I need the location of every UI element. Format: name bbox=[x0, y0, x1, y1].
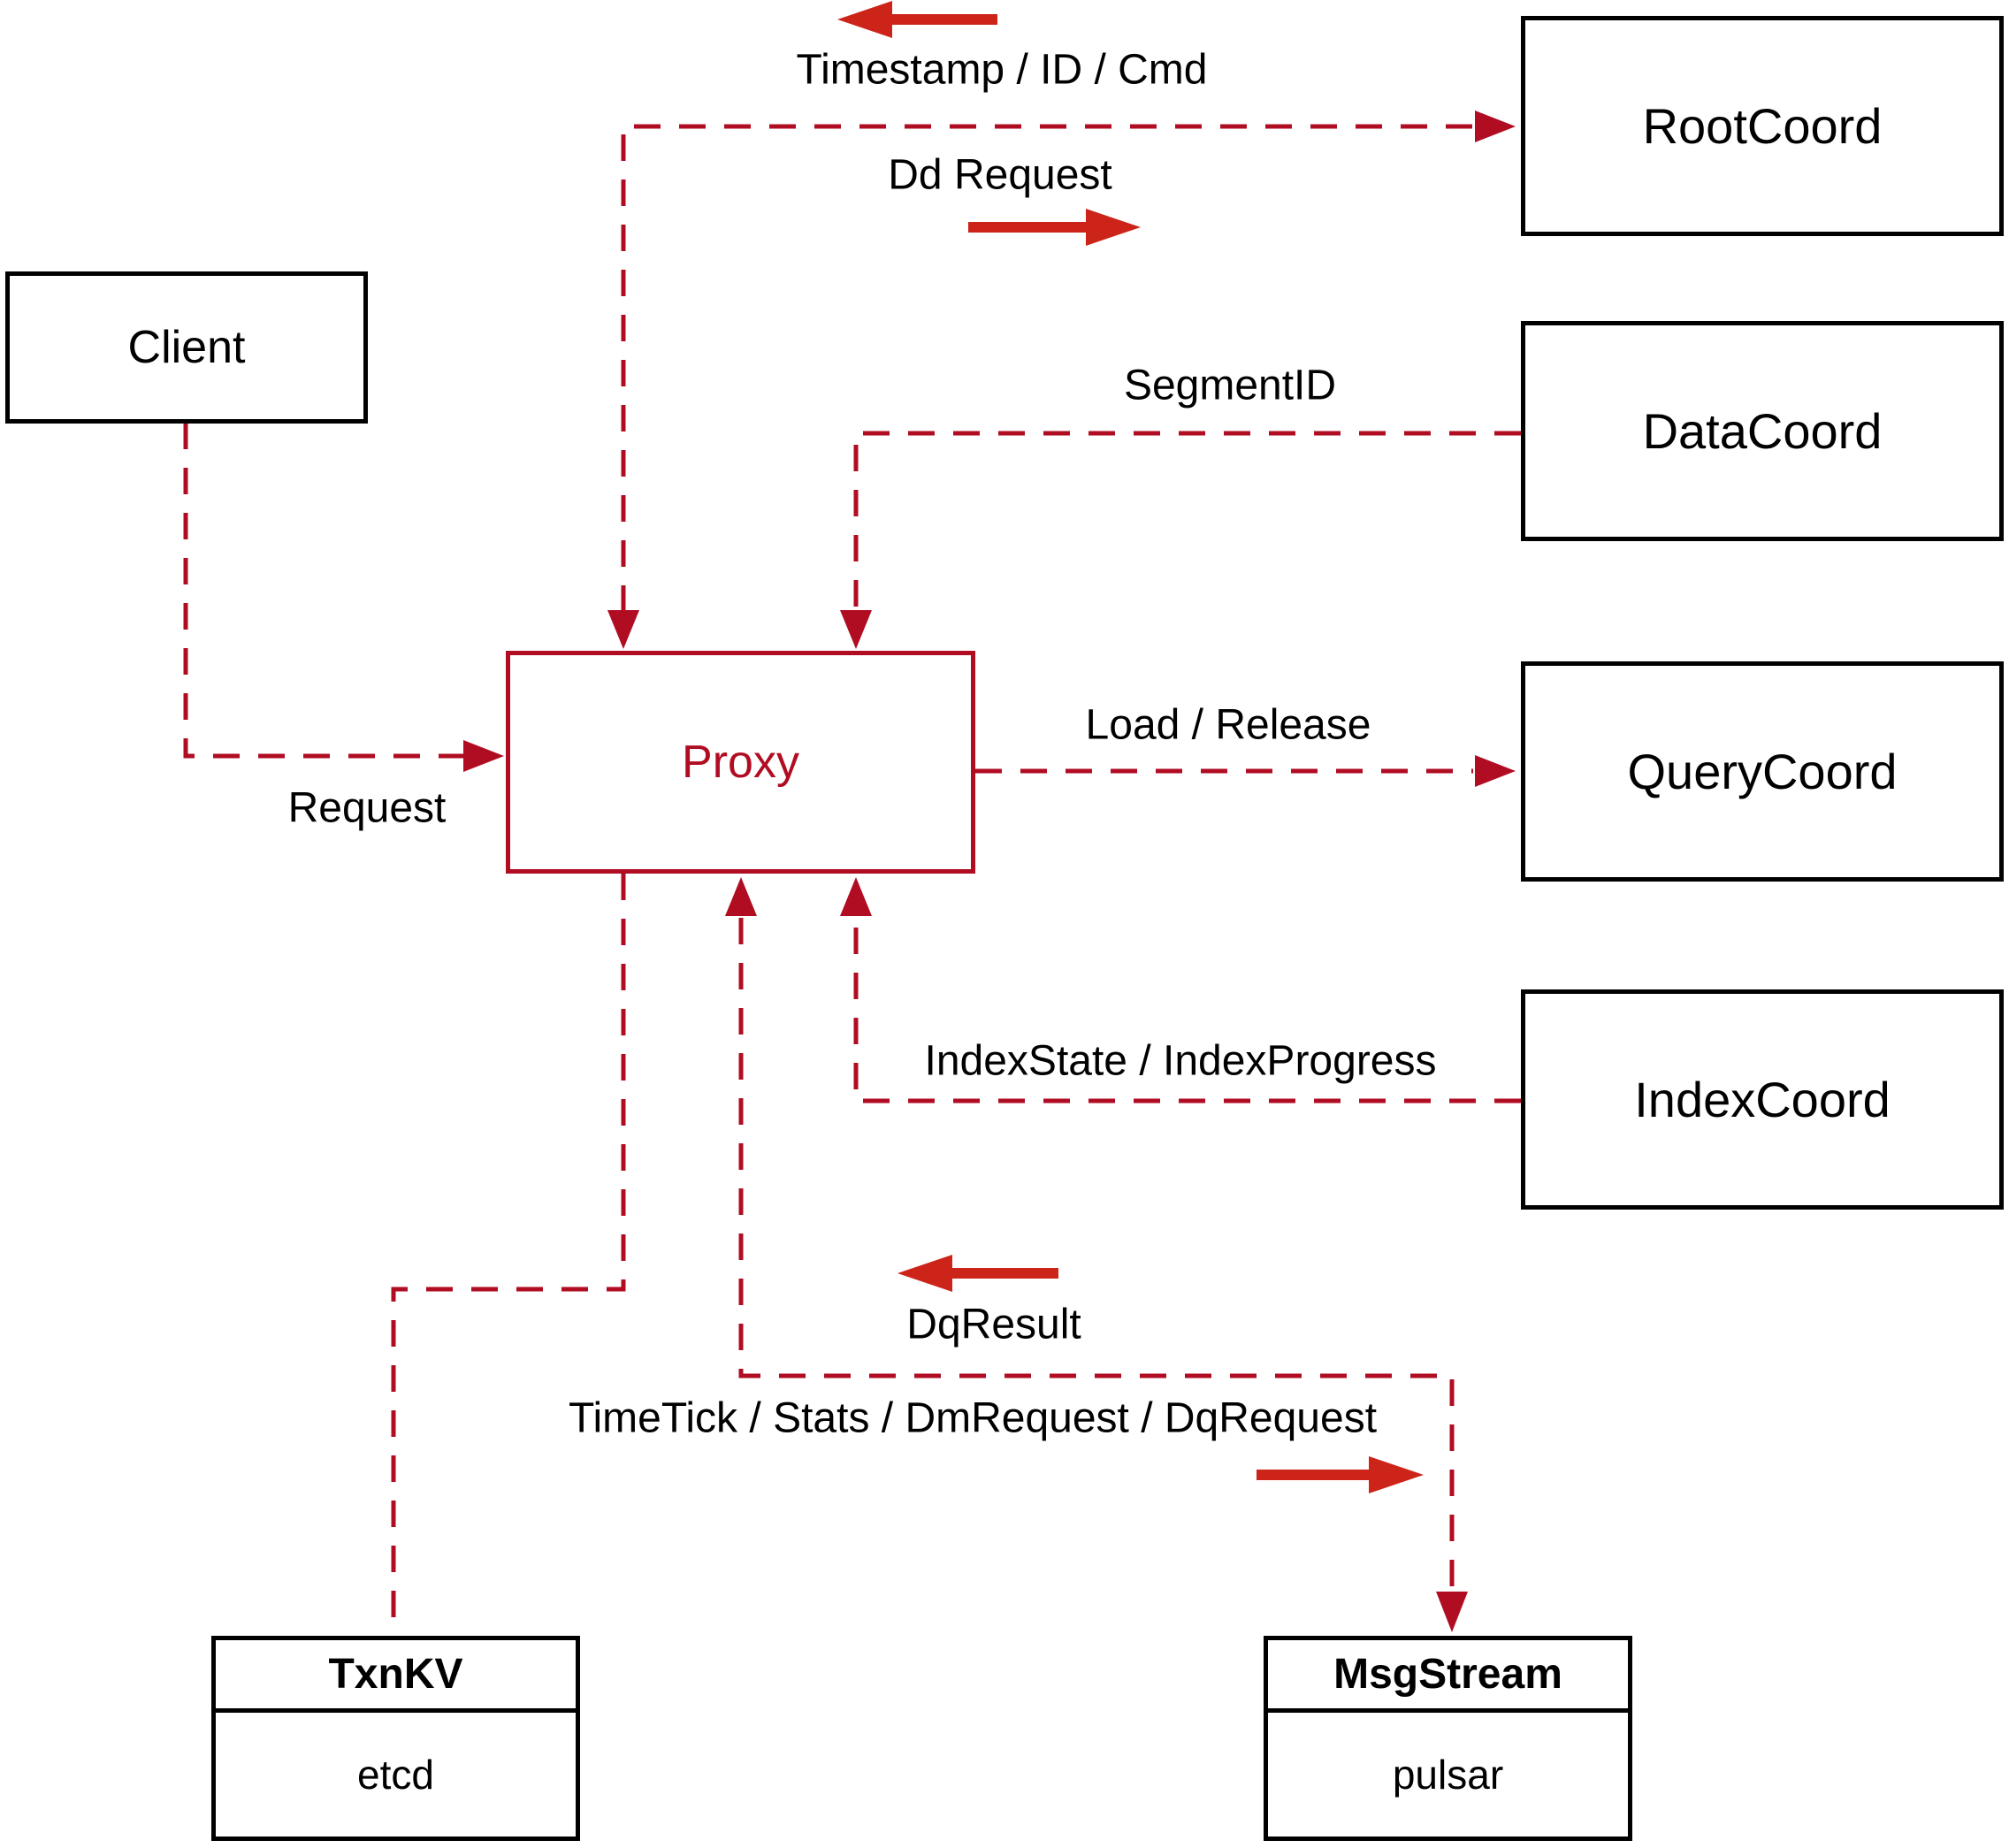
edge-label-segment-id: SegmentID bbox=[1123, 362, 1337, 409]
node-txnkv-impl-text: etcd bbox=[357, 1752, 434, 1798]
edge-label-dd-request: Dd Request bbox=[888, 151, 1112, 199]
arrowhead-client-into-proxy-icon bbox=[463, 740, 504, 772]
node-querycoord-label: QueryCoord bbox=[1627, 744, 1898, 799]
edge-label-timetick-stats: TimeTick / Stats / DmRequest / DqRequest bbox=[568, 1394, 1378, 1442]
arrowhead-into-querycoord-icon bbox=[1475, 755, 1516, 787]
node-msgstream-title: MsgStream bbox=[1268, 1640, 1628, 1713]
edge-label-request: Request bbox=[287, 784, 447, 832]
arrowhead-msgstream-into-proxy-icon bbox=[725, 877, 757, 916]
node-client: Client bbox=[5, 271, 368, 424]
edge-label-load-release: Load / Release bbox=[1085, 701, 1371, 749]
direction-arrow-right-timetick-icon bbox=[1257, 1456, 1424, 1493]
node-rootcoord-label: RootCoord bbox=[1642, 98, 1883, 154]
direction-arrow-left-dqresult-icon bbox=[898, 1255, 1058, 1292]
edge-datacoord-proxy bbox=[853, 431, 1521, 612]
node-indexcoord: IndexCoord bbox=[1521, 989, 2004, 1210]
edge-proxy-txnkv bbox=[391, 874, 626, 1634]
node-datacoord: DataCoord bbox=[1521, 321, 2004, 541]
node-proxy: Proxy bbox=[506, 651, 975, 874]
node-msgstream: MsgStream pulsar bbox=[1264, 1636, 1632, 1841]
direction-arrow-right-dd-request-icon bbox=[968, 209, 1141, 246]
edge-proxy-msgstream bbox=[738, 918, 1455, 1592]
node-txnkv-title: TxnKV bbox=[216, 1640, 576, 1713]
edge-label-timestamp-id-cmd: Timestamp / ID / Cmd bbox=[796, 46, 1208, 94]
arrowhead-into-msgstream-icon bbox=[1436, 1592, 1468, 1632]
node-datacoord-label: DataCoord bbox=[1642, 403, 1883, 459]
edge-client-proxy bbox=[183, 423, 463, 759]
direction-arrow-left-timestamp-icon bbox=[837, 1, 997, 38]
node-msgstream-impl: pulsar bbox=[1268, 1713, 1628, 1837]
node-txnkv: TxnKV etcd bbox=[211, 1636, 580, 1841]
edge-label-index-state-progress: IndexState / IndexProgress bbox=[924, 1037, 1437, 1085]
arrowhead-into-rootcoord-icon bbox=[1475, 111, 1516, 142]
arrowhead-datacoord-into-proxy-icon bbox=[840, 610, 872, 649]
arrowhead-indexcoord-into-proxy-icon bbox=[840, 877, 872, 916]
node-msgstream-impl-text: pulsar bbox=[1392, 1752, 1504, 1798]
edge-proxy-rootcoord bbox=[621, 124, 1473, 612]
node-proxy-label: Proxy bbox=[682, 737, 799, 788]
node-txnkv-impl: etcd bbox=[216, 1713, 576, 1837]
node-indexcoord-label: IndexCoord bbox=[1634, 1072, 1891, 1127]
edge-label-dq-result: DqResult bbox=[906, 1301, 1081, 1348]
node-msgstream-title-text: MsgStream bbox=[1333, 1651, 1562, 1698]
node-txnkv-title-text: TxnKV bbox=[328, 1651, 463, 1698]
node-rootcoord: RootCoord bbox=[1521, 16, 2004, 236]
edge-indexcoord-proxy bbox=[853, 918, 1521, 1103]
arrowhead-rootcoord-into-proxy-icon bbox=[607, 610, 639, 649]
node-querycoord: QueryCoord bbox=[1521, 661, 2004, 882]
node-client-label: Client bbox=[127, 322, 246, 373]
